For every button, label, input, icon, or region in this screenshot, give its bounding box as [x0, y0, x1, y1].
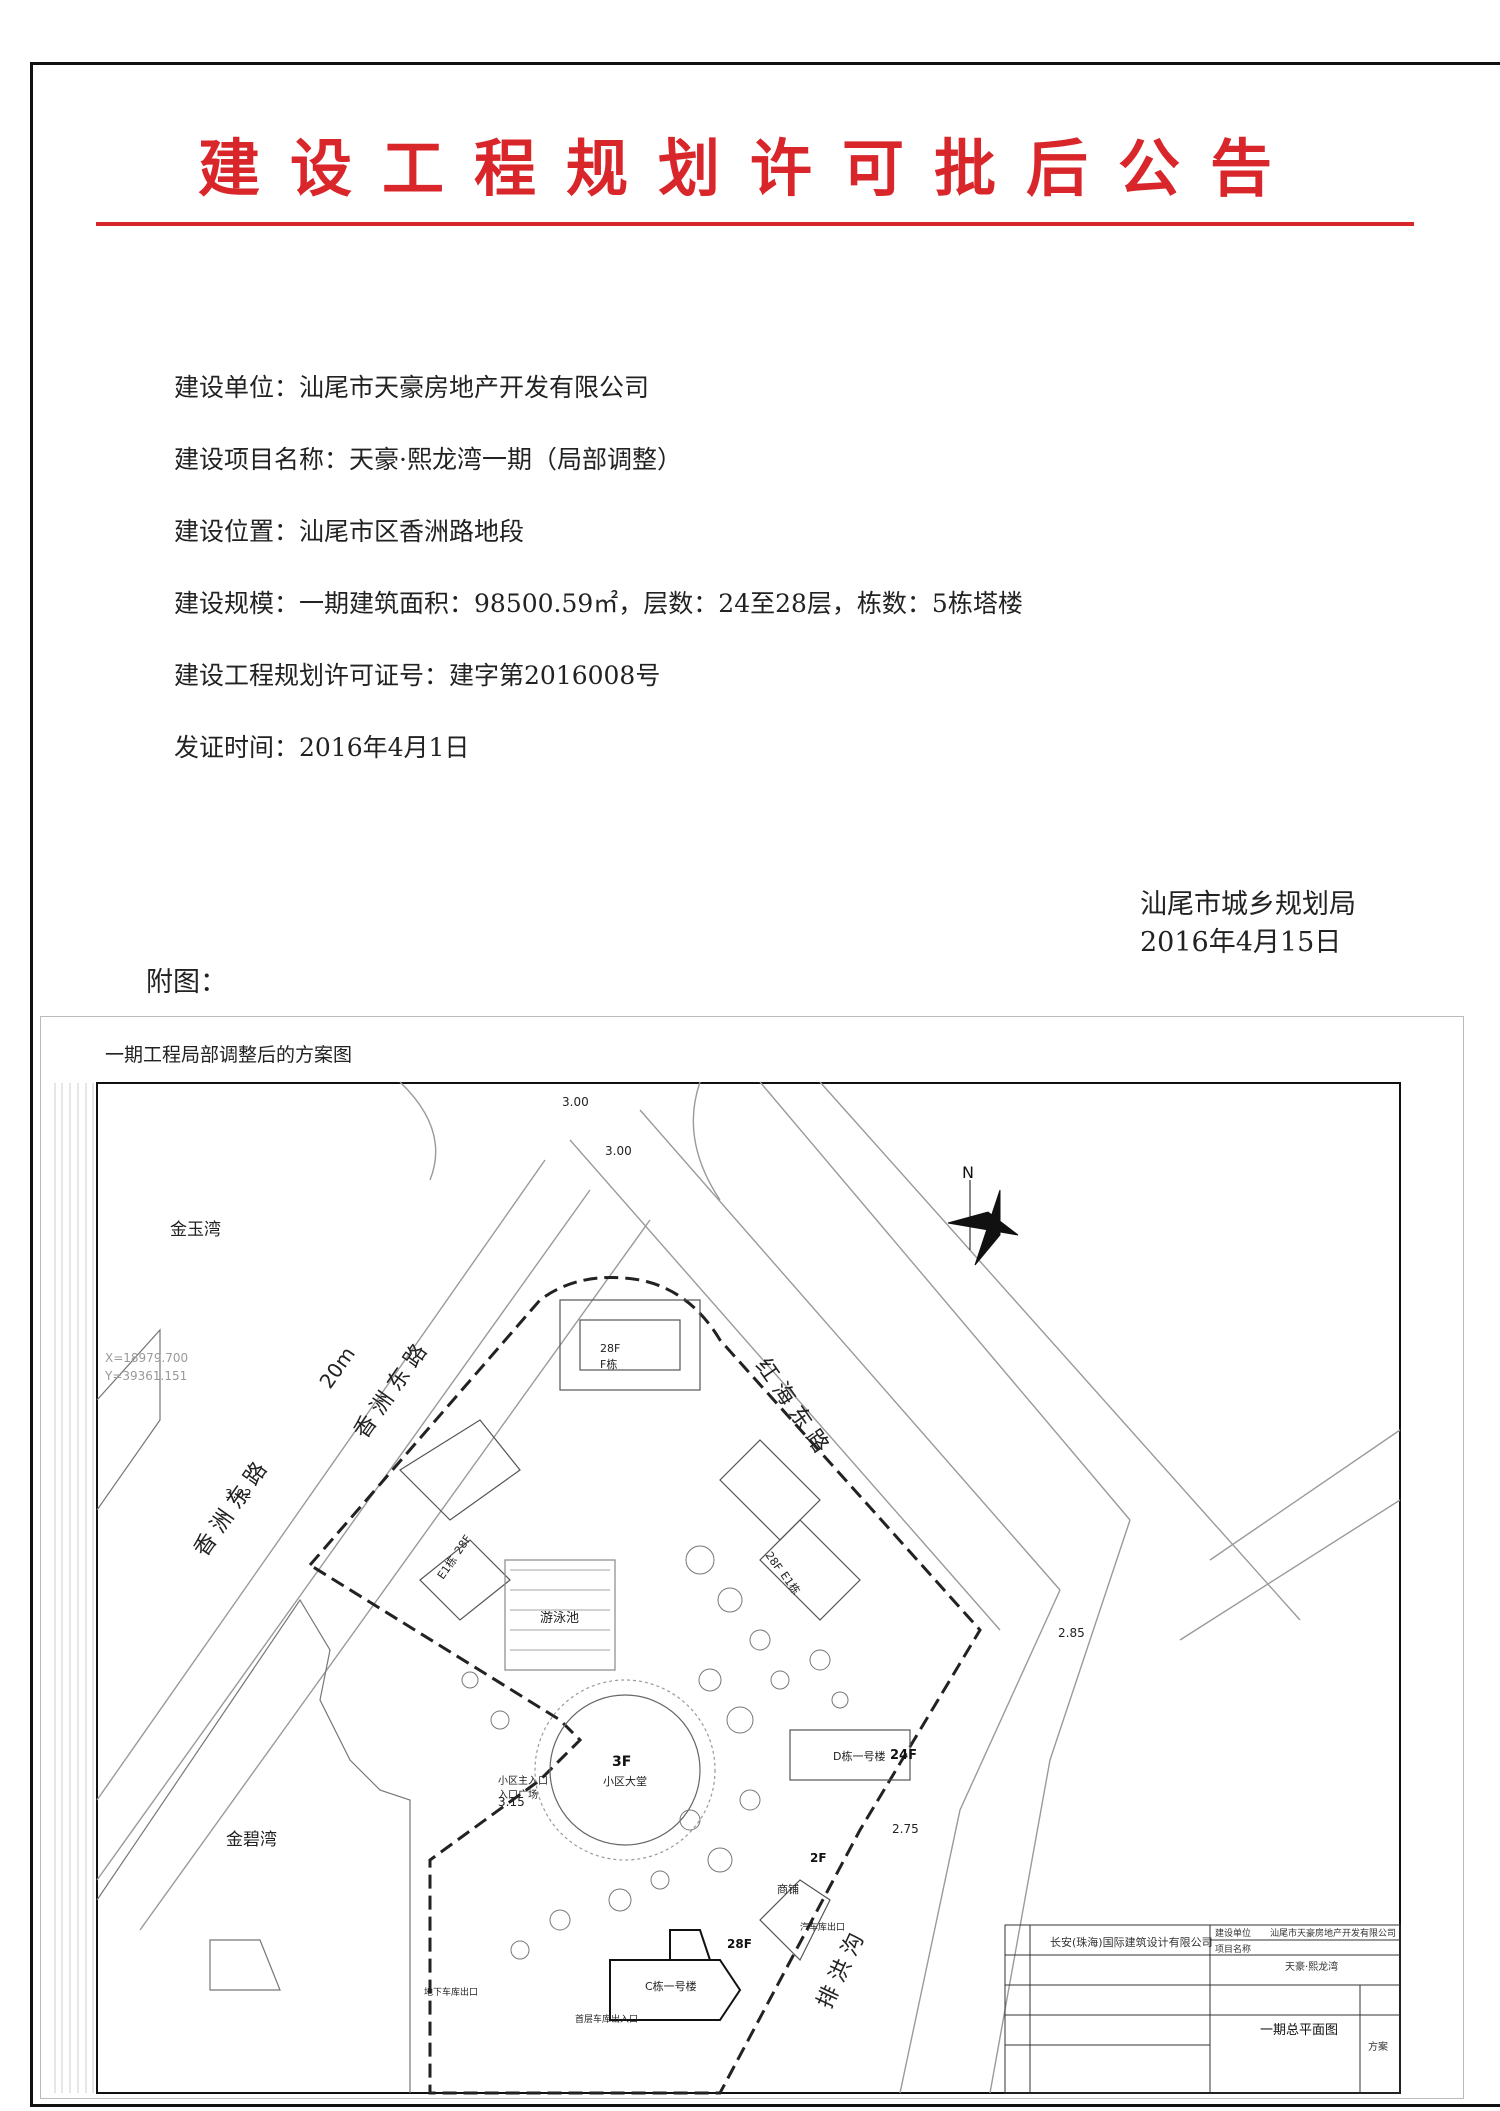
coord-y: Y=39361.151 [104, 1369, 187, 1383]
field-issue-time: 发证时间：2016年4月1日 [174, 733, 470, 762]
field-location: 建设位置：汕尾市区香洲路地段 [174, 517, 525, 546]
field-scale: 建设规模：一期建筑面积：98500.59㎡，层数：24至28层，栋数：5栋塔楼 [174, 589, 1023, 618]
building-f-floors: 28F [600, 1342, 620, 1355]
pool-hatch [510, 1569, 610, 1651]
shop-floors: 2F [810, 1851, 827, 1865]
entry-main: 小区主入口 [498, 1775, 548, 1787]
building-e1-label: E1栋 [434, 1553, 460, 1581]
road-lines [96, 1081, 1401, 2094]
elevation-2: 3.00 [605, 1144, 632, 1158]
issuer-name: 汕尾市城乡规划局 [1140, 889, 1356, 920]
left-hatch [54, 1083, 94, 2093]
field-construction-unit: 建设单位：汕尾市天豪房地产开发有限公司 [174, 373, 650, 402]
title-block-client-label: 建设单位 [1215, 1927, 1251, 1939]
north-label: N [962, 1163, 974, 1182]
elevation-6: 2.75 [892, 1822, 919, 1836]
building-outlines [399, 1299, 911, 2021]
building-e1-floors: 28F [452, 1533, 474, 1557]
lobby-label: 小区大堂 [603, 1774, 647, 1788]
title-block-project: 天豪·熙龙湾 [1285, 1960, 1338, 1973]
title-block-scheme: 方案 [1368, 2040, 1388, 2053]
building-d-floors: 24F [890, 1748, 917, 1763]
landscape-trees [461, 1545, 849, 1960]
building-e2-floors: 28F [763, 1549, 785, 1573]
entry-underground: 地下车库出口 [424, 1986, 478, 1998]
neighbor-bottom-left: 金碧湾 [226, 1830, 277, 1850]
road-width-label: 20m [314, 1342, 359, 1393]
title-block-project-label: 项目名称 [1215, 1943, 1251, 1955]
building-c-floors: 28F [727, 1937, 752, 1951]
title-block [1004, 1924, 1401, 2094]
notice-border [30, 62, 1500, 2107]
coord-x: X=18979.700 [105, 1351, 188, 1365]
road-label-paihong: 排 洪 沟 [813, 1929, 869, 2012]
building-e2-label: E1栋 [778, 1569, 804, 1597]
pool-label: 游泳池 [540, 1611, 579, 1626]
elevation-5: 3.15 [498, 1795, 525, 1809]
title-block-client: 汕尾市天豪房地产开发有限公司 [1270, 1927, 1396, 1939]
building-f-label: F栋 [600, 1357, 617, 1371]
title-divider [96, 222, 1414, 226]
shop-label: 商铺 [777, 1882, 799, 1896]
attachment-label: 附图： [146, 967, 227, 998]
field-project-name: 建设项目名称：天豪·熙龙湾一期（局部调整） [174, 445, 682, 474]
neighbor-top-left: 金玉湾 [170, 1220, 221, 1240]
site-boundary [307, 1276, 982, 2095]
figure-panel [40, 1016, 1464, 2099]
field-permit-number: 建设工程规划许可证号：建字第2016008号 [174, 661, 661, 690]
elevation-1: 3.00 [562, 1095, 589, 1109]
north-arrow-icon [947, 1180, 1019, 1266]
road-label-xiangzhou-1: 香 洲 东 路 [189, 1458, 272, 1562]
building-c-label: C栋一号楼 [645, 1979, 697, 1993]
figure-caption: 一期工程局部调整后的方案图 [105, 1044, 353, 1066]
neighbor-block [96, 1328, 411, 2093]
title-block-drawing: 一期总平面图 [1260, 2023, 1338, 2038]
drawing-frame [96, 1082, 1401, 2094]
entry-square: 入口广场 [498, 1788, 538, 1801]
lobby-floors: 3F [612, 1754, 631, 1770]
issuer-date: 2016年4月15日 [1140, 927, 1342, 958]
entry-first-floor: 首层车库出入口 [575, 2013, 638, 2025]
building-d-label: D栋一号楼 [833, 1749, 885, 1763]
title-block-firm: 长安(珠海)国际建筑设计有限公司 [1050, 1935, 1213, 1949]
elevation-4: 2.85 [1058, 1626, 1085, 1640]
entry-car-exit: 汽车库出口 [800, 1921, 845, 1933]
elevation-3: 3.02 [225, 1487, 252, 1501]
notice-title: 建设工程规划许可批后公告 [197, 132, 1302, 205]
